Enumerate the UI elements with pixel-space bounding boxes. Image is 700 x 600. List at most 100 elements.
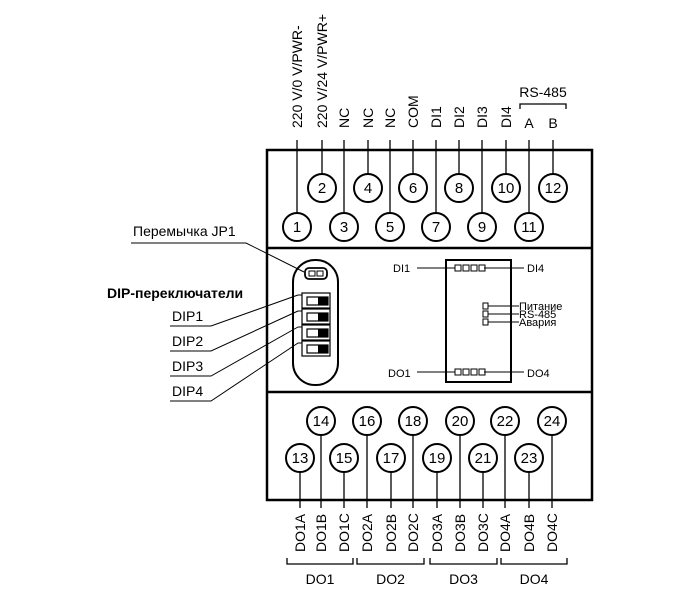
terminal-number: 24 xyxy=(544,413,561,430)
terminal-21[interactable]: 21 xyxy=(468,443,498,508)
terminal-22[interactable]: 22 xyxy=(490,406,520,508)
terminal-13[interactable]: 13 xyxy=(285,443,315,508)
dip-heading: DIP-переключатели xyxy=(107,285,243,301)
terminal-label: NC xyxy=(360,108,376,128)
dip-switch-1[interactable] xyxy=(298,292,331,309)
jumper-jp1[interactable] xyxy=(304,267,328,280)
terminal-15[interactable]: 15 xyxy=(329,443,359,508)
terminal-label: NC xyxy=(382,108,398,128)
dip-switch-module xyxy=(292,259,339,386)
terminal-number: 8 xyxy=(455,180,463,197)
di-led-1 xyxy=(454,264,462,272)
dip-callout-3: DIP3 xyxy=(170,326,299,377)
terminal-number: 1 xyxy=(293,219,301,236)
terminal-number: 11 xyxy=(521,219,537,236)
terminal-17[interactable]: 17 xyxy=(376,443,406,508)
led-label-di1: DI1 xyxy=(393,263,410,275)
terminal-number: 16 xyxy=(359,413,376,430)
dip-callout-1: DIP1 xyxy=(170,294,299,327)
jumper-callout: Перемычка JP1 xyxy=(131,223,305,273)
led-label-di4: DI4 xyxy=(527,263,544,275)
group-label: DO3 xyxy=(449,571,478,587)
status-led-label: Питание xyxy=(519,301,562,313)
terminal-label: DI1 xyxy=(428,106,444,128)
terminal-3[interactable]: 3 xyxy=(329,140,359,242)
bottom-terminal-groups: DO1 DO2 DO3 DO4 xyxy=(286,558,568,587)
dip-label: DIP2 xyxy=(172,333,203,349)
group-label: DO1 xyxy=(306,571,335,587)
terminal-16[interactable]: 16 xyxy=(352,406,382,508)
terminal-5[interactable]: 5 xyxy=(375,140,405,242)
terminal-label: DO2A xyxy=(359,513,375,552)
dip-switch-3[interactable] xyxy=(298,324,331,341)
terminal-number: 21 xyxy=(475,450,492,467)
dip-label: DIP1 xyxy=(172,308,203,324)
terminal-number: 6 xyxy=(409,180,417,197)
status-led xyxy=(482,310,489,318)
status-led-label: Авария xyxy=(519,317,556,329)
terminal-number: 23 xyxy=(521,450,538,467)
terminal-2[interactable]: 2 xyxy=(307,140,337,203)
terminal-label: DO4C xyxy=(544,513,560,552)
terminal-14[interactable]: 14 xyxy=(306,406,336,508)
terminal-7[interactable]: 7 xyxy=(421,140,451,242)
terminal-label: DO2C xyxy=(405,513,421,552)
terminal-number: 7 xyxy=(432,219,440,236)
terminal-23[interactable]: 23 xyxy=(514,443,544,508)
terminal-number: 10 xyxy=(498,180,515,197)
dip-switch-4[interactable] xyxy=(298,340,331,357)
status-led xyxy=(482,302,489,310)
dip-switch-2[interactable] xyxy=(298,308,331,325)
terminal-number: 17 xyxy=(383,450,400,467)
terminal-number: 12 xyxy=(545,180,562,197)
group-label: DO4 xyxy=(520,571,549,587)
terminal-1[interactable]: 1 xyxy=(282,140,312,242)
group-label: DO2 xyxy=(376,571,405,587)
terminal-19[interactable]: 19 xyxy=(422,443,452,508)
terminal-number: 5 xyxy=(386,219,394,236)
group-do1: DO1 xyxy=(286,558,354,587)
terminal-number: 18 xyxy=(405,413,422,430)
terminal-number: 15 xyxy=(336,450,353,467)
dip-callout-4: DIP4 xyxy=(170,342,299,402)
terminal-label: DO4A xyxy=(497,513,513,552)
group-do4: DO4 xyxy=(500,558,568,587)
led-label-do1: DO1 xyxy=(388,368,411,380)
do-led-3 xyxy=(470,368,478,376)
terminal-4[interactable]: 4 xyxy=(353,140,383,203)
terminal-10[interactable]: 10 xyxy=(491,140,521,203)
terminal-label: DO1A xyxy=(292,513,308,552)
terminal-number: 20 xyxy=(452,413,469,430)
group-do2: DO2 xyxy=(356,558,425,587)
terminal-number: 3 xyxy=(340,219,348,236)
terminal-6[interactable]: 6 xyxy=(398,140,428,203)
terminal-label: A xyxy=(524,115,534,131)
terminal-11[interactable]: 11 xyxy=(514,140,544,242)
group-do3: DO3 xyxy=(429,558,498,587)
terminal-12[interactable]: 12 xyxy=(538,140,568,203)
terminal-8[interactable]: 8 xyxy=(444,140,474,203)
status-led-label: RS-485 xyxy=(519,309,556,321)
terminal-24[interactable]: 24 xyxy=(537,406,567,508)
terminal-label: DO3B xyxy=(452,514,468,552)
terminal-label: DI2 xyxy=(451,106,467,128)
terminal-label: DO3C xyxy=(475,513,491,552)
terminal-9[interactable]: 9 xyxy=(467,140,497,242)
dip-label: DIP4 xyxy=(172,383,203,399)
terminal-number: 9 xyxy=(478,219,486,236)
rs485-group-label: RS-485 xyxy=(519,84,567,100)
dip-callout-2: DIP2 xyxy=(170,310,299,352)
do-led-2 xyxy=(462,368,470,376)
terminal-number: 13 xyxy=(292,450,309,467)
led-label-do4: DO4 xyxy=(527,368,550,380)
terminal-20[interactable]: 20 xyxy=(445,406,475,508)
dip-label: DIP3 xyxy=(172,358,203,374)
terminal-18[interactable]: 18 xyxy=(398,406,428,508)
do-led-1 xyxy=(454,368,462,376)
terminal-label: DO4B xyxy=(521,514,537,552)
terminal-label: NC xyxy=(336,108,352,128)
terminal-label: DO1B xyxy=(313,514,329,552)
